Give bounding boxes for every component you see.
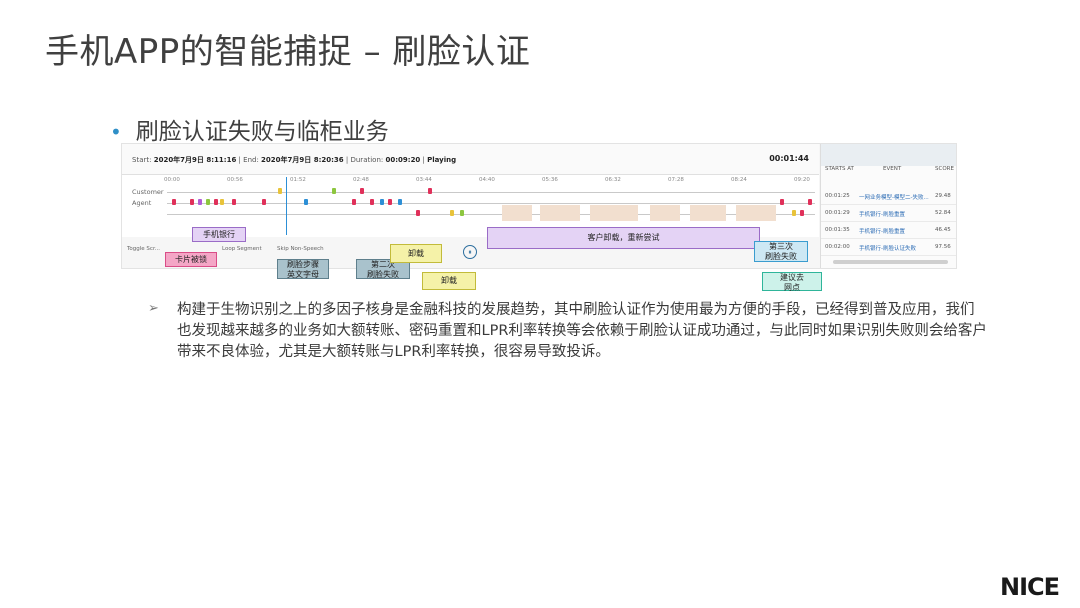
tick-label: 05:36 <box>542 177 558 183</box>
time-ticks: 00:00 00:56 01:52 02:48 03:44 04:40 05:3… <box>164 177 814 185</box>
player-controls: Toggle Scr... Loop Segment Skip Non-Spee… <box>122 238 819 268</box>
loop-segment-button[interactable]: Loop Segment <box>222 246 262 252</box>
bullet-heading: • 刷脸认证失败与临柜业务 <box>110 112 389 146</box>
hold-segment <box>650 205 680 221</box>
event-marker[interactable] <box>792 210 796 216</box>
playhead[interactable] <box>286 177 287 235</box>
tick-label: 02:48 <box>353 177 369 183</box>
event-row[interactable]: 00:01:29 手机银行-刷脸重置 52.84 <box>821 205 956 222</box>
callout-uninstall-1: 卸载 <box>390 244 442 263</box>
hold-segment <box>690 205 726 221</box>
event-marker[interactable] <box>808 199 812 205</box>
event-marker[interactable] <box>190 199 194 205</box>
end-value: 2020年7月9日 8:20:36 <box>261 156 344 164</box>
callout-suggest-branch: 建议去网点 <box>762 272 822 292</box>
event-marker[interactable] <box>278 188 282 194</box>
event-row[interactable]: 00:01:25 一网业务模型-模型二-失败... 29.48 <box>821 188 956 205</box>
event-row[interactable]: 00:01:35 手机银行-刷脸重置 46.45 <box>821 222 956 239</box>
pause-icon[interactable]: ⏸ <box>463 245 477 259</box>
timeline[interactable]: 00:00 00:56 01:52 02:48 03:44 04:40 05:3… <box>122 175 819 237</box>
callout-card-freeze: 卡片被锁 <box>165 252 217 267</box>
event-marker[interactable] <box>398 199 402 205</box>
events-panel: STARTS AT EVENT SCORE 00:01:25 一网业务模型-模型… <box>820 144 956 268</box>
event-marker[interactable] <box>220 199 224 205</box>
speaker-agent: Agent <box>132 199 152 207</box>
skip-non-speech-button[interactable]: Skip Non-Speech <box>277 246 324 252</box>
event-marker[interactable] <box>332 188 336 194</box>
event-marker[interactable] <box>214 199 218 205</box>
play-status: Playing <box>427 156 457 164</box>
event-marker[interactable] <box>800 210 804 216</box>
event-marker[interactable] <box>450 210 454 216</box>
event-marker[interactable] <box>780 199 784 205</box>
bullet-dot-icon: • <box>110 120 122 144</box>
agent-lane <box>167 203 815 204</box>
body-paragraph: 构建于生物识别之上的多因子核身是金融科技的发展趋势，其中刷脸认证作为使用最为方便… <box>177 302 987 360</box>
tick-label: 06:32 <box>605 177 621 183</box>
callout-third-fail: 第三次刷脸失败 <box>754 241 808 262</box>
tick-label: 08:24 <box>731 177 747 183</box>
hold-segment <box>540 205 580 221</box>
start-value: 2020年7月9日 8:11:16 <box>153 156 237 164</box>
events-header: STARTS AT EVENT SCORE <box>821 144 956 172</box>
event-marker[interactable] <box>262 199 266 205</box>
header-score: SCORE <box>935 166 954 172</box>
callout-uninstall-2: 卸载 <box>422 272 476 290</box>
event-marker[interactable] <box>460 210 464 216</box>
current-time: 00:01:44 <box>769 154 809 163</box>
tick-label: 04:40 <box>479 177 495 183</box>
event-marker[interactable] <box>304 199 308 205</box>
callout-face-steps: 刷脸步骤英文字母 <box>277 259 329 279</box>
event-marker[interactable] <box>388 199 392 205</box>
event-marker[interactable] <box>172 199 176 205</box>
nice-logo: NICE <box>1000 573 1060 601</box>
callout-mobile-bank: 手机银行 <box>192 227 246 242</box>
hold-segment <box>502 205 532 221</box>
callout-customer-uninstall: 客户卸载，重新尝试 <box>487 227 760 249</box>
tick-label: 07:28 <box>668 177 684 183</box>
tick-label: 03:44 <box>416 177 432 183</box>
tick-label: 00:00 <box>164 177 180 183</box>
event-marker[interactable] <box>416 210 420 216</box>
player-info-bar: Start: 2020年7月9日 8:11:16 | End: 2020年7月9… <box>122 144 819 175</box>
event-marker[interactable] <box>198 199 202 205</box>
event-marker[interactable] <box>428 188 432 194</box>
tick-label: 01:52 <box>290 177 306 183</box>
event-marker[interactable] <box>380 199 384 205</box>
recording-player: Start: 2020年7月9日 8:11:16 | End: 2020年7月9… <box>121 143 957 269</box>
event-marker[interactable] <box>370 199 374 205</box>
speaker-customer: Customer <box>132 188 164 196</box>
event-row[interactable]: 00:02:00 手机银行-刷脸认证失败 97.56 <box>821 239 956 256</box>
customer-lane <box>167 192 815 193</box>
tick-label: 00:56 <box>227 177 243 183</box>
player-info: Start: 2020年7月9日 8:11:16 | End: 2020年7月9… <box>132 156 457 164</box>
bullet-text: 刷脸认证失败与临柜业务 <box>135 119 389 145</box>
horizontal-scrollbar[interactable] <box>833 260 948 264</box>
duration-value: 00:09:20 <box>385 156 421 164</box>
hold-segment <box>736 205 776 221</box>
toggle-screen-button[interactable]: Toggle Scr... <box>127 246 160 252</box>
tick-label: 09:20 <box>794 177 810 183</box>
slide-title: 手机APP的智能捕捉 – 刷脸认证 <box>45 32 531 72</box>
event-marker[interactable] <box>352 199 356 205</box>
header-event: EVENT <box>883 166 902 172</box>
arrow-bullet-icon: ➢ <box>148 301 159 316</box>
event-marker[interactable] <box>232 199 236 205</box>
callout-second-fail: 第二次刷脸失败 <box>356 259 410 279</box>
audio-lane <box>167 214 815 215</box>
event-marker[interactable] <box>360 188 364 194</box>
event-marker[interactable] <box>206 199 210 205</box>
header-starts-at: STARTS AT <box>825 166 854 172</box>
hold-segment <box>590 205 638 221</box>
